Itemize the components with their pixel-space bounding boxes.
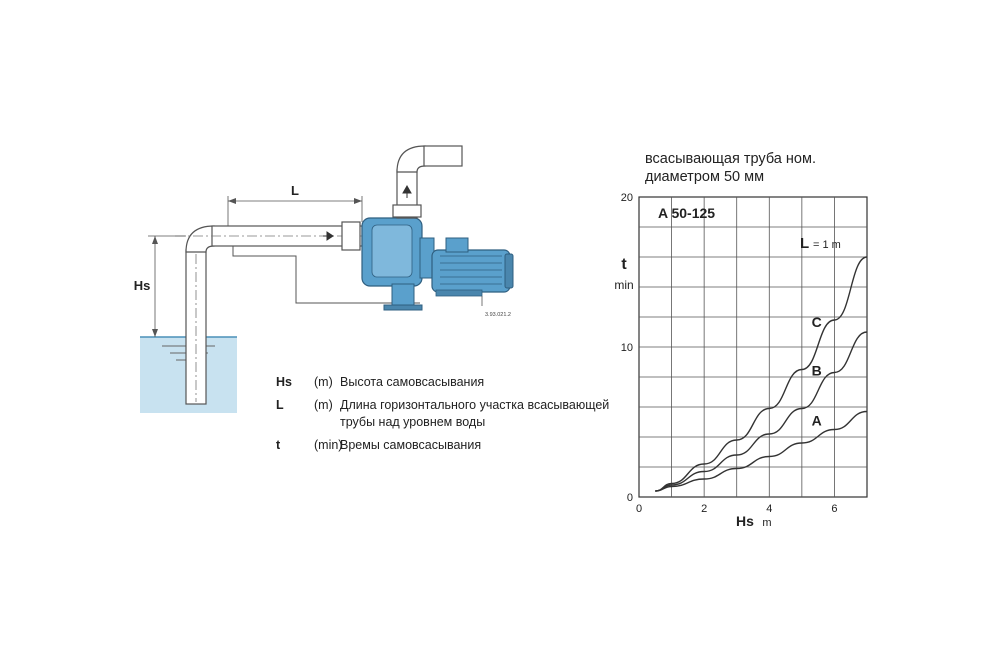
chart-title: всасывающая труба ном. диаметром 50 мм xyxy=(645,150,816,186)
dimension-label-L: L xyxy=(291,183,299,198)
curve-label-c: C xyxy=(812,314,822,330)
dimension-arrow-icon xyxy=(152,329,158,337)
legend-text: Времы самовсасывания xyxy=(340,438,482,452)
pump xyxy=(361,217,514,311)
chart-title-line-1: всасывающая труба ном. xyxy=(645,151,816,167)
curve-label-b: B xyxy=(812,362,822,378)
chart-curve-labels: A B C xyxy=(812,314,822,429)
legend-symbol: L xyxy=(276,398,284,412)
dimension-arrow-icon xyxy=(354,198,362,204)
motor-terminal-box xyxy=(445,237,469,253)
dimension-arrow-icon xyxy=(228,198,236,204)
chart-ticks: 0 2 4 6 0 10 20 xyxy=(621,192,838,515)
legend-text: Длина горизонтального участка всасывающе… xyxy=(340,398,610,429)
legend-unit: (m) xyxy=(314,375,333,389)
curve-label-a: A xyxy=(812,413,822,429)
discharge-pipe-horizontal xyxy=(423,145,463,167)
discharge-pipe-elbow xyxy=(396,145,426,173)
legend-unit: (min) xyxy=(314,438,343,452)
legend-symbol: Hs xyxy=(276,375,292,389)
suction-pipe-elbow xyxy=(185,225,215,253)
y-axis-unit: min xyxy=(614,278,633,292)
pump-base xyxy=(383,304,423,311)
curve-c xyxy=(655,256,868,492)
x-axis-symbol: Hs xyxy=(736,513,754,529)
y-tick-label: 20 xyxy=(621,192,633,204)
x-tick-label: 6 xyxy=(831,503,837,515)
chart-curves xyxy=(655,256,868,492)
y-axis-symbol: t xyxy=(621,256,627,273)
pump-model-label: A 50-125 xyxy=(658,205,716,221)
x-axis-unit: m xyxy=(762,517,771,529)
drawing-code: 3.93.021.2 xyxy=(485,312,511,318)
chart-title-line-2: диаметром 50 мм xyxy=(645,169,765,185)
motor-feet xyxy=(435,289,483,297)
priming-time-chart: 0 2 4 6 0 10 20 A B C L = 1 m t min Hs m xyxy=(614,192,868,529)
x-tick-label: 4 xyxy=(766,503,772,515)
l-value: = 1 m xyxy=(813,239,841,251)
legend-row-hs: Hs (m) Высота самовсасывания xyxy=(276,374,616,391)
x-tick-label: 2 xyxy=(701,503,707,515)
pump-foot xyxy=(391,283,415,307)
dimension-arrow-icon xyxy=(152,236,158,244)
curve-b xyxy=(655,331,868,492)
y-tick-label: 10 xyxy=(621,342,633,354)
flow-arrow-icon xyxy=(323,231,334,241)
l-symbol: L xyxy=(800,235,809,252)
pump-casing-face xyxy=(371,224,413,278)
x-tick-label: 0 xyxy=(636,503,642,515)
discharge-flange xyxy=(392,204,422,218)
installation-drawing: L Hs 3.93.021.2 xyxy=(134,145,514,413)
legend: Hs (m) Высота самовсасывания L (m) Длина… xyxy=(276,374,616,460)
motor-fan-cover xyxy=(504,253,514,289)
pipe-flange xyxy=(341,221,361,251)
legend-row-l: L (m) Длина горизонтального участка всас… xyxy=(276,397,616,431)
flow-arrow-up-icon xyxy=(402,184,412,198)
curve-a xyxy=(655,410,868,492)
y-tick-label: 0 xyxy=(627,492,633,504)
chart-grid xyxy=(639,197,867,497)
legend-text: Высота самовсасывания xyxy=(340,375,485,389)
legend-row-t: t (min) Времы самовсасывания xyxy=(276,437,616,454)
support-outline xyxy=(232,246,420,304)
legend-unit: (m) xyxy=(314,398,333,412)
dimension-label-Hs: Hs xyxy=(134,278,151,293)
legend-symbol: t xyxy=(276,438,281,452)
